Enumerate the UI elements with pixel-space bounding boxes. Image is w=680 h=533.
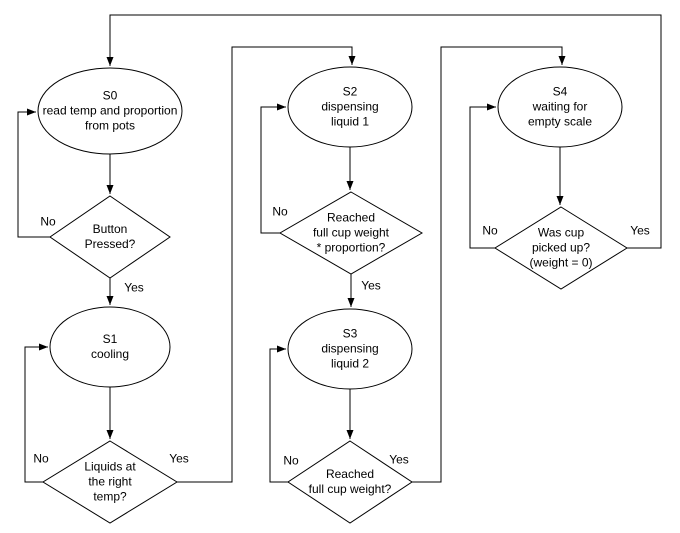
state-s2-ellipse — [287, 66, 413, 148]
state-s2-label: S2 dispensing liquid 1 — [321, 84, 379, 129]
edge-weight-proportion-no-to-s2 — [260, 103, 286, 234]
state-s0-label: S0 read temp and proportion from pots — [42, 88, 178, 133]
edge-label-yes-liquids-temp: Yes — [169, 451, 189, 466]
edge-button-pressed-no-to-s0 — [17, 108, 50, 238]
edge-label-yes-full-cup-weight: Yes — [389, 452, 409, 467]
decision-full-cup-weight-label: Reached full cup weight? — [308, 467, 392, 496]
decision-cup-picked-up-diamond — [494, 206, 628, 290]
decision-button-pressed-diamond — [49, 195, 171, 279]
edge-label-no-button-pressed: No — [40, 214, 56, 229]
state-s3-ellipse — [287, 308, 413, 390]
decision-liquids-temp-diamond — [42, 440, 178, 524]
edge-label-yes-cup-picked-up: Yes — [630, 223, 650, 238]
edge-label-no-weight-proportion: No — [272, 204, 288, 219]
edge-label-yes-button-pressed: Yes — [124, 280, 144, 295]
decision-weight-proportion-diamond — [279, 191, 423, 275]
decision-weight-proportion-label: Reached full cup weight * proportion? — [312, 210, 390, 255]
edge-label-no-liquids-temp: No — [33, 451, 49, 466]
edge-cup-picked-up-yes-to-s0 — [106, 14, 662, 249]
edge-full-cup-weight-yes-to-s4 — [412, 46, 566, 483]
decision-full-cup-weight-diamond — [287, 440, 413, 524]
edge-liquids-temp-yes-to-s2 — [177, 46, 356, 483]
state-s0-ellipse — [37, 67, 183, 155]
decision-liquids-temp-label: Liquids at the right temp? — [84, 459, 136, 504]
edge-label-no-full-cup-weight: No — [283, 453, 299, 468]
state-s3-label: S3 dispensing liquid 2 — [321, 326, 379, 371]
edge-label-no-cup-picked-up: No — [482, 223, 498, 238]
state-s1-label: S1 cooling — [90, 332, 130, 361]
decision-button-pressed-label: Button Pressed? — [84, 222, 136, 251]
state-s4-label: S4 waiting for empty scale — [527, 84, 593, 129]
decision-cup-picked-up-label: Was cup picked up? (weight = 0) — [529, 225, 593, 270]
edge-label-yes-weight-proportion: Yes — [361, 278, 381, 293]
edge-liquids-temp-no-to-s1 — [24, 343, 48, 483]
state-s1-ellipse — [49, 306, 171, 388]
edge-full-cup-weight-no-to-s3 — [269, 345, 288, 483]
edge-cup-picked-up-no-to-s4 — [469, 103, 496, 249]
state-s4-ellipse — [497, 66, 623, 148]
